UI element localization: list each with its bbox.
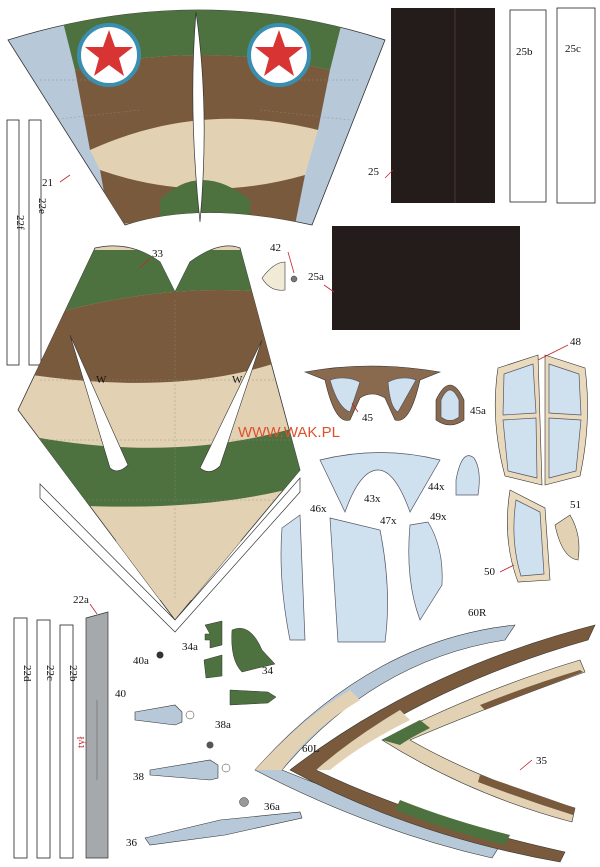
strip-22c: 22c: [36, 619, 56, 859]
strip-25b: 25b: [509, 9, 547, 203]
svg-text:22d: 22d: [21, 665, 33, 682]
svg-text:42: 42: [270, 242, 281, 254]
part-35: 35: [381, 659, 586, 823]
svg-text:34a: 34a: [182, 641, 198, 653]
part-38: 38: [133, 759, 231, 783]
part-50: 50: [484, 489, 551, 583]
part-21-wing-top: 21: [7, 9, 386, 226]
watermark: WWW.WAK.PL: [238, 424, 340, 441]
svg-text:36: 36: [126, 837, 138, 849]
svg-text:48: 48: [570, 336, 582, 348]
roundel-left: [77, 23, 141, 87]
svg-text:25a: 25a: [308, 271, 324, 283]
svg-text:35: 35: [536, 755, 548, 767]
part-34a: 34a: [182, 620, 223, 679]
fuselage-slot: [192, 11, 205, 223]
svg-text:60R: 60R: [468, 607, 487, 619]
svg-text:34: 34: [262, 665, 274, 677]
part-45: 45: [303, 365, 442, 424]
part-22a: 22a tył: [73, 594, 109, 859]
part-40: 40: [115, 688, 195, 726]
svg-text:50: 50: [484, 566, 496, 578]
svg-text:22c: 22c: [44, 665, 56, 681]
svg-text:22a: 22a: [73, 594, 89, 606]
svg-text:40: 40: [115, 688, 127, 700]
svg-text:25: 25: [368, 166, 380, 178]
svg-text:25b: 25b: [516, 46, 533, 58]
svg-text:46x: 46x: [310, 503, 327, 515]
svg-text:49x: 49x: [430, 511, 447, 523]
part-60R: 60R: [254, 607, 516, 859]
strip-22d: 22d: [13, 617, 33, 859]
svg-text:40a: 40a: [133, 655, 149, 667]
svg-text:33: 33: [152, 248, 164, 260]
part-49x: 49x: [408, 511, 447, 621]
svg-text:25c: 25c: [565, 43, 581, 55]
svg-text:38: 38: [133, 771, 145, 783]
svg-text:W: W: [96, 374, 107, 386]
svg-text:tył: tył: [75, 736, 87, 748]
part-25a: 25a: [308, 226, 520, 330]
strip-22e: 22e: [28, 119, 48, 366]
part-47x: 47x: [329, 515, 397, 643]
part-36a: 36a: [239, 797, 280, 813]
part-60L: 60L: [289, 624, 596, 863]
part-34: 34: [229, 628, 277, 706]
svg-text:60L: 60L: [302, 743, 320, 755]
svg-text:43x: 43x: [364, 493, 381, 505]
svg-text:22b: 22b: [67, 665, 79, 682]
svg-text:22f: 22f: [14, 215, 26, 230]
svg-text:38a: 38a: [215, 719, 231, 731]
part-48: 48: [494, 336, 588, 486]
svg-text:22e: 22e: [36, 198, 48, 214]
part-36: 36: [126, 811, 303, 849]
svg-text:47x: 47x: [380, 515, 397, 527]
svg-text:44x: 44x: [428, 481, 445, 493]
part-38a: 38a: [206, 719, 231, 749]
svg-text:45: 45: [362, 412, 374, 424]
part-40a: 40a: [133, 651, 164, 667]
svg-text:45a: 45a: [470, 405, 486, 417]
strip-22b: 22b: [59, 624, 79, 859]
part-51: 51: [554, 499, 581, 561]
svg-text:36a: 36a: [264, 801, 280, 813]
part-42: 42: [261, 242, 298, 291]
part-25: 25: [368, 8, 495, 203]
svg-text:51: 51: [570, 499, 581, 511]
strip-22f: 22f: [6, 119, 26, 366]
svg-text:W: W: [232, 374, 243, 386]
roundel-right: [247, 23, 311, 87]
strip-25c: 25c: [556, 7, 596, 204]
label-21: 21: [42, 177, 53, 189]
part-45a: 45a: [435, 384, 486, 426]
part-44x: 44x: [428, 455, 480, 496]
part-43x: 43x: [319, 452, 441, 513]
part-46x: 46x: [280, 503, 327, 641]
